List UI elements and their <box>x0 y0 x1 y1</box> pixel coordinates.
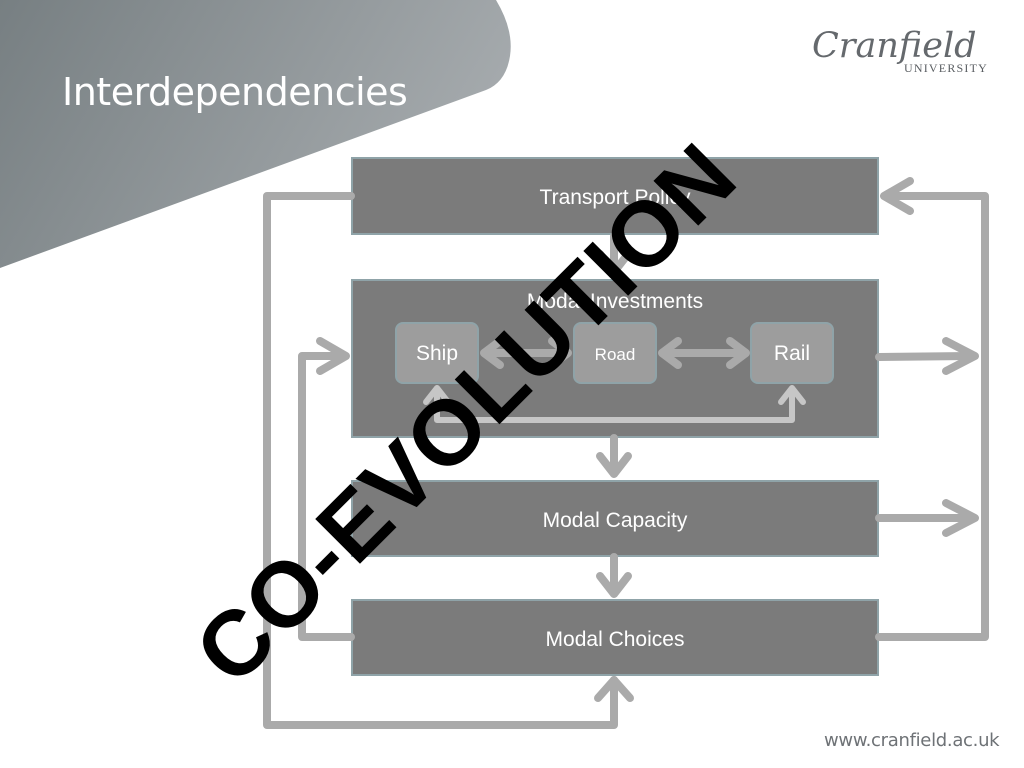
choices-to-policy-line <box>875 192 989 641</box>
logo-subtitle: UNIVERSITY <box>904 61 988 75</box>
choices-to-policy-arrowhead <box>880 177 914 215</box>
investments-to-capacity-arrowhead <box>596 452 632 478</box>
ship-road-arrowhead-right <box>548 337 572 369</box>
investments-to-right-line <box>875 352 974 361</box>
ship-label: Ship <box>415 342 459 365</box>
policy-feedback-arrowhead <box>594 676 634 702</box>
ship-road-arrowhead-left <box>480 337 504 369</box>
policy-to-investments-arrowhead <box>596 250 632 276</box>
modal-capacity-label: Modal Capacity <box>542 509 688 532</box>
road-node: Road <box>573 322 657 384</box>
rail-label: Rail <box>773 342 811 365</box>
modal-investments-label: Modal Investments <box>526 290 704 313</box>
slide-title: Interdependencies <box>62 70 408 114</box>
modal-choices-box: Modal Choices <box>351 599 879 676</box>
road-rail-arrowhead-left <box>658 337 682 369</box>
footer-url: www.cranfield.ac.uk <box>824 730 1000 751</box>
capacity-to-choices-arrowhead <box>596 572 632 598</box>
policy-feedback-loop <box>263 192 618 729</box>
choices-to-investments-line <box>298 352 355 641</box>
modal-choices-label: Modal Choices <box>545 628 685 651</box>
modal-capacity-box: Modal Capacity <box>351 480 879 557</box>
ship-rail-arrowhead-right <box>778 385 806 405</box>
road-rail-arrowhead-right <box>726 337 750 369</box>
capacity-to-right-arrowhead <box>942 499 979 537</box>
logo-name: Cranfield <box>812 26 977 66</box>
ship-rail-arrowhead-left <box>423 385 451 405</box>
ship-rail-bracket <box>434 389 795 423</box>
rail-node: Rail <box>750 322 834 384</box>
ship-node: Ship <box>395 322 479 384</box>
road-label: Road <box>594 345 636 364</box>
choices-to-investments-arrowhead <box>316 337 350 375</box>
transport-policy-label: Transport Policy <box>539 186 691 209</box>
cranfield-logo: Cranfield UNIVERSITY <box>812 26 998 78</box>
investments-to-right-arrowhead <box>942 337 979 375</box>
